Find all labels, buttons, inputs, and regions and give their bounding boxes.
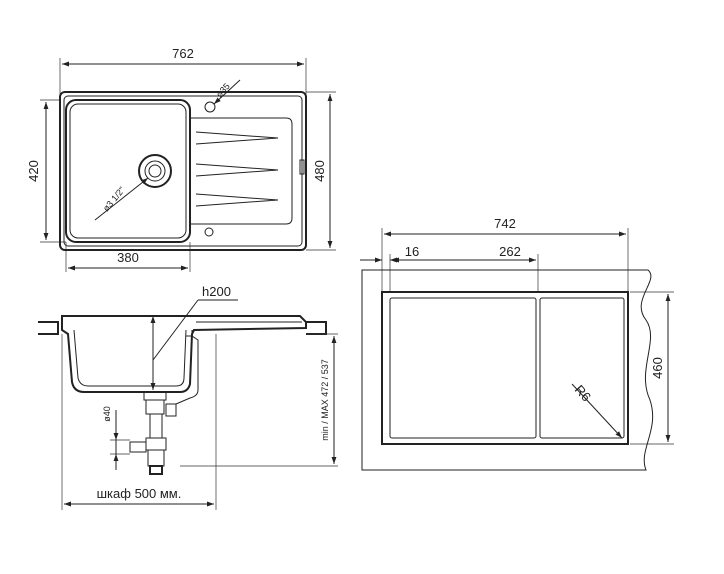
cutout-outline [381, 291, 629, 445]
dim-bowl-height: 420 [26, 102, 49, 240]
side-view: ø40 h200 шкаф 500 мм. min / MAX 472 / 53… [38, 284, 338, 510]
label-drain-size: ø3 1/2" [101, 185, 127, 213]
dim-overall-height: 480 [312, 94, 333, 248]
label-overall-height: 480 [312, 160, 327, 182]
dim-cutout-width: 742 [384, 216, 626, 237]
tap-hole-symbol [204, 101, 216, 113]
dim-mount-height: min / MAX 472 / 537 [180, 333, 338, 467]
dim-partition: 262 [392, 244, 536, 263]
label-cutout-offset: 16 [405, 244, 419, 259]
label-mount-height: min / MAX 472 / 537 [320, 359, 330, 441]
label-outlet-size: ø40 [102, 406, 112, 422]
drain-symbol [138, 154, 172, 188]
label-tap-hole: ø35 [214, 81, 232, 99]
label-bowl-height: 420 [26, 160, 41, 182]
bowl-outline [65, 99, 191, 243]
label-cutout-width: 742 [494, 216, 516, 231]
dim-bowl-width: 380 [68, 250, 188, 271]
label-overall-width: 762 [172, 46, 194, 61]
dim-outlet: ø40 [102, 406, 130, 470]
top-view: 762 420 480 380 [26, 46, 336, 272]
sink-outline [59, 91, 307, 251]
countertop-outline [361, 269, 654, 471]
dim-overall-width: 762 [62, 46, 304, 67]
dim-cutout-offset: 16 [360, 244, 428, 263]
label-radius: R6 [572, 382, 594, 404]
label-cutout-height: 460 [650, 357, 665, 379]
dim-depth: h200 [150, 284, 238, 390]
label-bowl-width: 380 [117, 250, 139, 265]
dim-radius: R6 [571, 382, 623, 439]
label-depth: h200 [202, 284, 231, 299]
dim-cutout-height: 460 [650, 294, 671, 442]
label-partition: 262 [499, 244, 521, 259]
cutout-view: 742 16 262 460 R6 [360, 216, 674, 471]
dim-cabinet: шкаф 500 мм. [64, 486, 214, 507]
siphon [129, 391, 177, 475]
label-cabinet: шкаф 500 мм. [97, 486, 182, 501]
